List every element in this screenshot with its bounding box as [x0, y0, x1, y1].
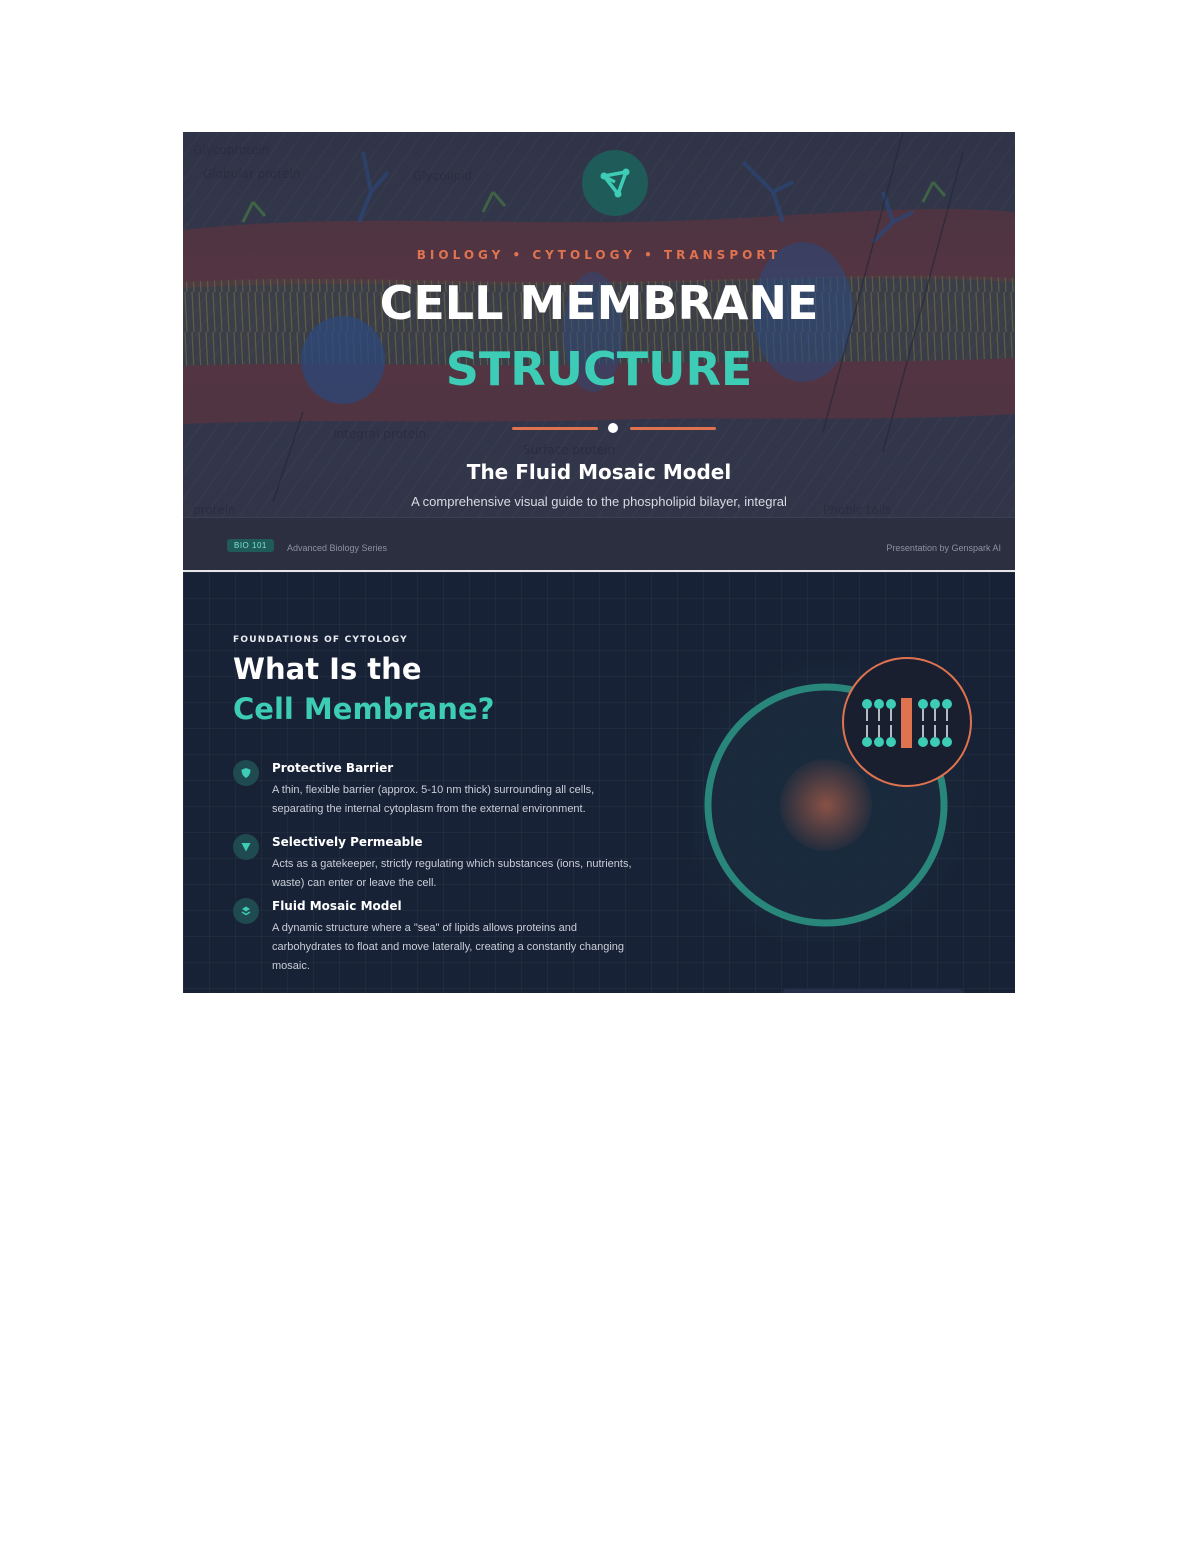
logo-badge: [582, 150, 648, 216]
slide-separator: [183, 570, 1015, 572]
slide-description: A comprehensive visual guide to the phos…: [411, 494, 787, 509]
heading-line-1: What Is the: [233, 652, 422, 686]
series-label: Advanced Biology Series: [287, 543, 388, 553]
cell-diagram: [693, 655, 976, 942]
title-line-1: CELL MEMBRANE: [379, 276, 819, 330]
title-divider: [512, 423, 716, 433]
heading-line-2: Cell Membrane?: [233, 692, 495, 726]
intro-slide: FOUNDATIONS OF CYTOLOGY What Is the Cell…: [183, 572, 1015, 993]
slide-subtitle: The Fluid Mosaic Model: [466, 460, 732, 484]
phospholipid-bilayer-icon: [862, 698, 952, 748]
channel-protein: [901, 698, 912, 748]
shield-icon: [233, 760, 259, 786]
topic-kicker: BIOLOGY • CYTOLOGY • TRANSPORT: [416, 248, 782, 262]
feature-description: Acts as a gatekeeper, strictly regulatin…: [272, 858, 632, 889]
layers-icon: [233, 898, 259, 924]
document-page: Glycoprotein Globular protein Glycolipid…: [183, 132, 1015, 993]
network-triangle-icon: [600, 168, 630, 198]
feature-title: Protective Barrier: [272, 761, 394, 775]
presentation-credit: Presentation by Genspark AI: [886, 543, 1001, 553]
feature-description: A thin, flexible barrier (approx. 5-10 n…: [272, 784, 595, 815]
slide-footer: BIO 101 Advanced Biology Series Presenta…: [183, 517, 1015, 570]
title-line-2: STRUCTURE: [445, 342, 753, 396]
feature-title: Selectively Permeable: [272, 835, 423, 849]
course-badge: BIO 101: [227, 539, 274, 552]
card-edge: [783, 989, 963, 993]
filter-icon: [233, 834, 259, 860]
section-eyebrow: FOUNDATIONS OF CYTOLOGY: [233, 635, 408, 645]
feature-description: A dynamic structure where a "sea" of lip…: [272, 922, 624, 972]
nucleus: [780, 759, 872, 851]
title-slide: Glycoprotein Globular protein Glycolipid…: [183, 132, 1015, 570]
feature-title: Fluid Mosaic Model: [272, 899, 402, 913]
